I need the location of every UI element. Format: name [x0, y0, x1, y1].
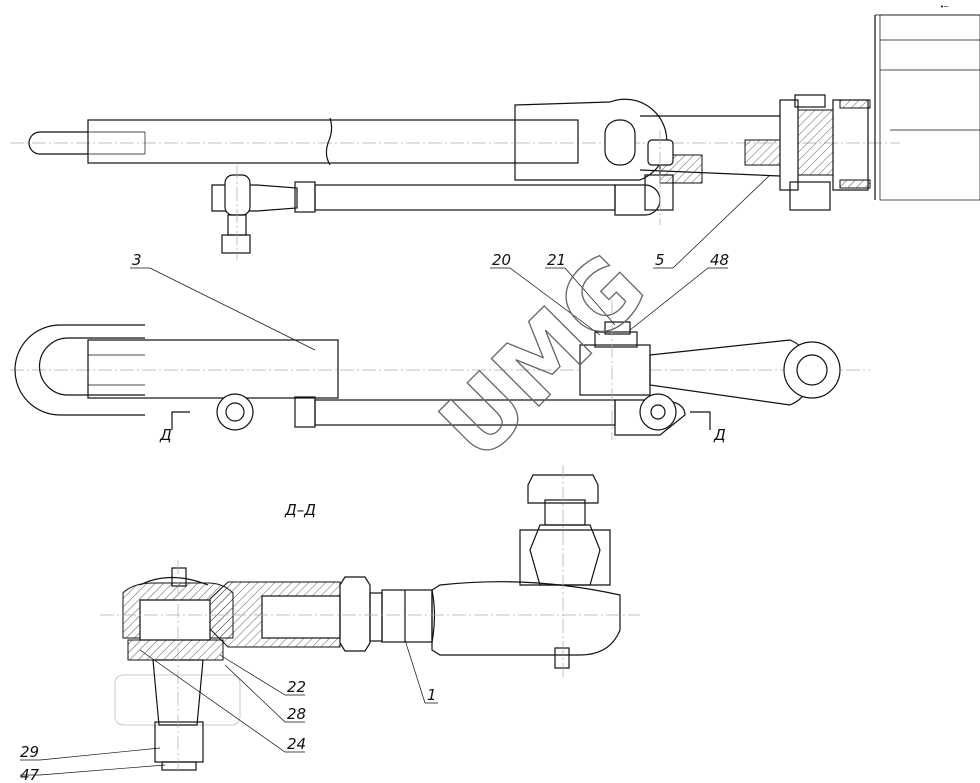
callout-28: 28 [287, 705, 306, 723]
section-mark-right: Д [713, 426, 726, 444]
leader-lines [20, 174, 771, 776]
callout-5: 5 [655, 251, 665, 269]
section-view [100, 465, 640, 775]
section-title: Д–Д [284, 501, 316, 519]
corner-mark: •─ [940, 3, 949, 11]
section-mark-left: Д [159, 426, 172, 444]
callout-29: 29 [20, 743, 39, 761]
callout-21: 21 [547, 251, 566, 269]
middle-view [10, 300, 870, 440]
callout-48: 48 [710, 251, 729, 269]
callout-47: 47 [20, 766, 40, 783]
callout-1: 1 [427, 686, 437, 704]
callout-3: 3 [132, 251, 142, 269]
callout-22: 22 [287, 678, 306, 696]
callout-24: 24 [287, 735, 306, 753]
top-view [10, 14, 980, 260]
callout-20: 20 [492, 251, 511, 269]
